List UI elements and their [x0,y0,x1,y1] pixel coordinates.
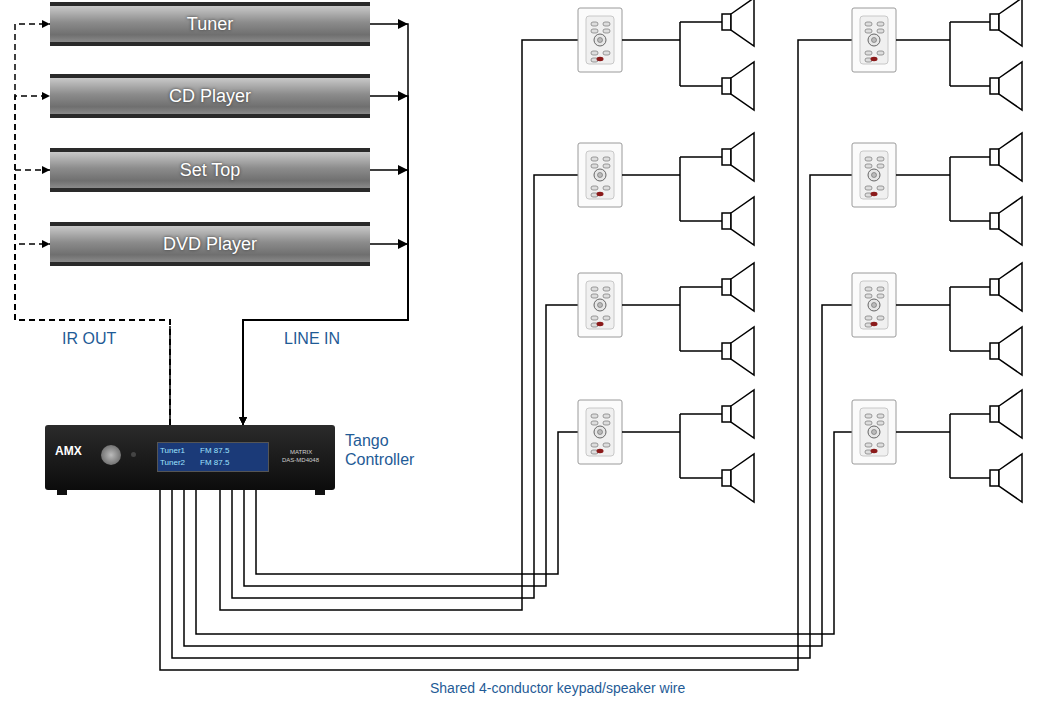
speaker-wire [622,22,722,86]
audio-line [243,170,408,425]
speaker-symbol [990,390,1022,438]
speaker-symbol [990,454,1022,502]
speaker-symbol [722,263,754,311]
brand-logo: AMX [55,444,82,458]
keypad [852,8,896,72]
foot [57,490,67,495]
source-name: DVD Player [163,234,257,255]
audio-line [243,244,408,425]
speaker-wire [622,157,722,221]
keypad [578,8,622,72]
keypad-wire [256,432,578,574]
model-text: MATRIX [290,449,312,455]
speaker-symbol [990,0,1022,46]
device-name: Tango Controller [345,431,435,469]
signal-name: LINE IN [284,330,340,348]
source-bar: DVD Player [50,222,370,266]
speaker-symbol [722,197,754,245]
ir-line [15,170,170,425]
control-knob [101,445,121,465]
keypad [578,273,622,337]
source-bar: Tuner [50,2,370,46]
source-name: Set Top [180,160,241,181]
speaker-symbol [722,390,754,438]
keypad [852,400,896,464]
speaker-symbol [990,62,1022,110]
speaker-symbol [990,133,1022,181]
source-bar: CD Player [50,74,370,118]
ir-riser [169,326,171,425]
keypad-wire [220,40,578,610]
keypad [852,273,896,337]
speaker-symbol [722,0,754,46]
speaker-symbol [722,454,754,502]
keypad [578,143,622,207]
speaker-wire [896,414,990,478]
model-text: DAS-MD4048 [282,457,319,463]
speaker-symbol [722,62,754,110]
display-text: FM 87.5 [200,458,229,467]
speaker-wire [896,287,990,351]
keypad-wire [196,432,852,634]
source-name: Tuner [187,14,233,35]
keypad [578,400,622,464]
speaker-wire [896,22,990,86]
display-text: Tuner2 [160,458,185,467]
source-bar: Set Top [50,148,370,192]
keypad [852,143,896,207]
signal-name: IR OUT [62,330,116,348]
speaker-symbol [990,197,1022,245]
merge-arrow [398,91,408,101]
foot [315,490,325,495]
display-text: Tuner1 [160,446,185,455]
display-text: FM 87.5 [200,446,229,455]
speaker-wire [896,157,990,221]
speaker-wire [622,414,722,478]
speaker-symbol [722,133,754,181]
caption: Shared 4-conductor keypad/speaker wire [430,680,685,696]
merge-arrow [398,239,408,249]
speaker-symbol [990,263,1022,311]
merge-arrow [398,19,408,29]
ir-sensor [131,452,136,457]
keypad-wire [160,40,852,670]
merge-arrow [398,165,408,175]
speaker-symbol [990,327,1022,375]
speaker-wire [622,287,722,351]
speaker-symbol [722,327,754,375]
source-name: CD Player [169,86,251,107]
ir-line [15,244,170,425]
